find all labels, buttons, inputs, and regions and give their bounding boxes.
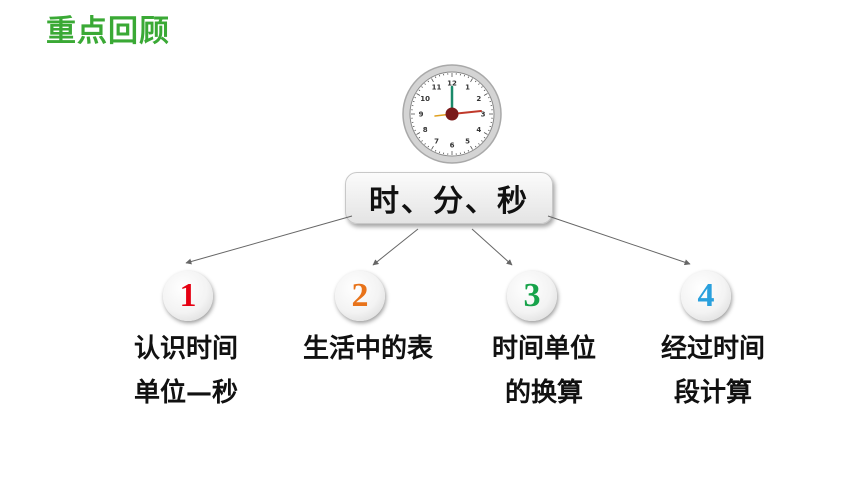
arrow-2: [372, 228, 419, 266]
branch-label-2: 生活中的表: [283, 327, 453, 371]
branch-label-1: 认识时间 单位—秒: [116, 327, 256, 415]
clock-number: 4: [476, 126, 481, 134]
topic-box: 时、分、秒: [345, 172, 553, 224]
page-title: 重点回顾: [46, 14, 170, 49]
clock-tick: [483, 89, 486, 92]
branch-number-3: 3: [507, 271, 557, 321]
clock-number: 9: [419, 111, 424, 119]
clock-tick: [470, 78, 473, 83]
clock-tick: [416, 93, 421, 96]
clock-tick: [421, 140, 423, 142]
clock-tick: [418, 136, 421, 139]
clock-number: 5: [465, 137, 470, 145]
clock-number: 12: [447, 80, 457, 88]
clock-tick: [481, 140, 483, 142]
clock-tick: [467, 76, 470, 79]
branch-label-3: 时间单位 的换算: [474, 327, 614, 415]
clock-tick: [427, 80, 430, 83]
clock-tick: [421, 86, 423, 88]
clock-number: 8: [423, 126, 428, 134]
arrow-1: [185, 215, 353, 265]
clock-tick: [414, 129, 417, 132]
branch-label-4-line-1: 经过时间: [660, 334, 765, 364]
clock-tick: [434, 149, 437, 152]
clock-tick: [431, 145, 434, 150]
clock-number: 10: [420, 95, 430, 103]
branch-label-2-line-1: 生活中的表: [302, 334, 433, 364]
clock-tick: [424, 143, 426, 145]
clock-number: 6: [450, 142, 455, 150]
branch-label-4: 经过时间 段计算: [643, 327, 783, 415]
clock-tick: [474, 80, 477, 83]
clock-number: 2: [476, 95, 481, 103]
branch-label-1-line-1: 认识时间: [133, 334, 238, 364]
clock-tick: [481, 86, 483, 88]
clock-tick: [478, 143, 480, 145]
clock-tick: [414, 96, 417, 99]
arrow-3: [471, 228, 513, 266]
clock-tick: [487, 129, 490, 132]
clock-tick: [483, 132, 488, 135]
clock-number: 3: [481, 111, 486, 119]
clock-number: 11: [432, 84, 442, 92]
branch-label-3-line-2: 的换算: [504, 378, 583, 408]
branch-number-1: 1: [163, 271, 213, 321]
clock-tick: [467, 149, 470, 152]
arrow-4: [547, 215, 691, 266]
branch-label-4-line-2: 段计算: [673, 378, 752, 408]
clock-tick: [474, 145, 477, 148]
clock-tick: [478, 83, 480, 85]
clock-number: 1: [465, 84, 470, 92]
branch-label-3-line-1: 时间单位: [491, 334, 596, 364]
branch-number-2: 2: [335, 271, 385, 321]
clock-tick: [418, 89, 421, 92]
clock-tick: [434, 76, 437, 79]
clock-tick: [470, 145, 473, 150]
branch-number-4: 4: [681, 271, 731, 321]
clock-tick: [416, 132, 421, 135]
clock-tick: [487, 96, 490, 99]
clock-tick: [483, 93, 488, 96]
clock-tick: [424, 83, 426, 85]
clock-tick: [431, 78, 434, 83]
clock-tick: [427, 145, 430, 148]
clock-number: 7: [434, 137, 439, 145]
branch-label-1-line-2: 单位—秒: [133, 378, 238, 408]
clock-tick: [483, 136, 486, 139]
